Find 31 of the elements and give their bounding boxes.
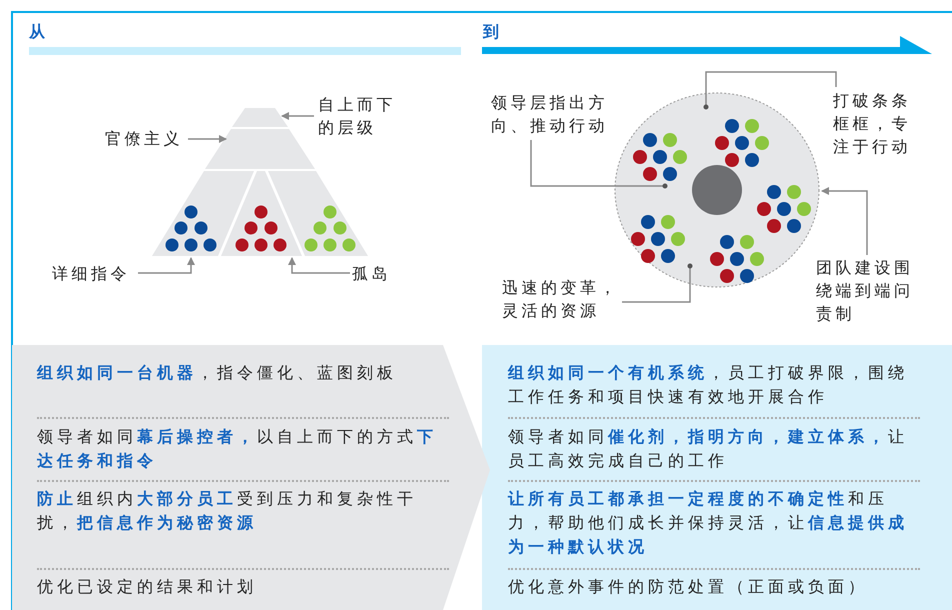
- statement-text: 组织如同一台机器，指令僵化、蓝图刻板: [37, 362, 398, 384]
- section-heading: 从: [29, 22, 45, 43]
- statement-text: 领导者如同催化剂，指明方向，建立体系，让员工高效完成自己的工作: [508, 426, 909, 472]
- statement-text: 优化已设定的结果和计划: [37, 576, 258, 598]
- leader-line: [704, 71, 837, 110]
- statement-text: 防止组织内大部分员工受到压力和复杂性干扰，把信息作为秘密资源: [37, 488, 418, 534]
- pyramid-section: [268, 171, 368, 256]
- arrow: [821, 187, 868, 255]
- callout-text: 详细指令: [52, 262, 136, 285]
- pyramid-tier: [205, 129, 315, 169]
- callout-text: 自上而下的层级: [318, 93, 402, 139]
- arrow: [288, 257, 350, 274]
- arrow: [281, 112, 314, 120]
- statement-text: 组织如同一个有机系统，员工打破界限，围绕工作任务和项目快速有效地开展合作: [508, 362, 909, 408]
- statement-text: 领导者如同幕后操控者，以自上而下的方式下达任务和指令: [37, 426, 438, 472]
- callout-text: 官僚主义: [105, 127, 185, 150]
- arrow: [188, 135, 227, 143]
- leader-line: [530, 140, 668, 188]
- leader-line: [622, 264, 692, 303]
- statement-text: 优化意外事件的防范处置（正面或负面）: [508, 576, 869, 598]
- callout-text: 团队建设围绕端到端问责制: [816, 256, 918, 325]
- callout-text: 孤岛: [352, 262, 396, 285]
- callout-text: 打破条条框框，专注于行动: [833, 89, 915, 158]
- callout-text: 迅速的变革，灵活的资源: [502, 276, 620, 322]
- callout-text: 领导层指出方向、推动行动: [491, 91, 617, 137]
- info-panel: [482, 345, 952, 610]
- statement-text: 让所有员工都承担一定程度的不确定性和压力，帮助他们成长并保持灵活，让信息提供成为一种默认状况: [508, 488, 909, 558]
- arrow: [138, 257, 195, 274]
- pyramid-tier: [232, 108, 288, 127]
- section-heading: 到: [483, 22, 499, 43]
- chevron-panel: [12, 345, 492, 610]
